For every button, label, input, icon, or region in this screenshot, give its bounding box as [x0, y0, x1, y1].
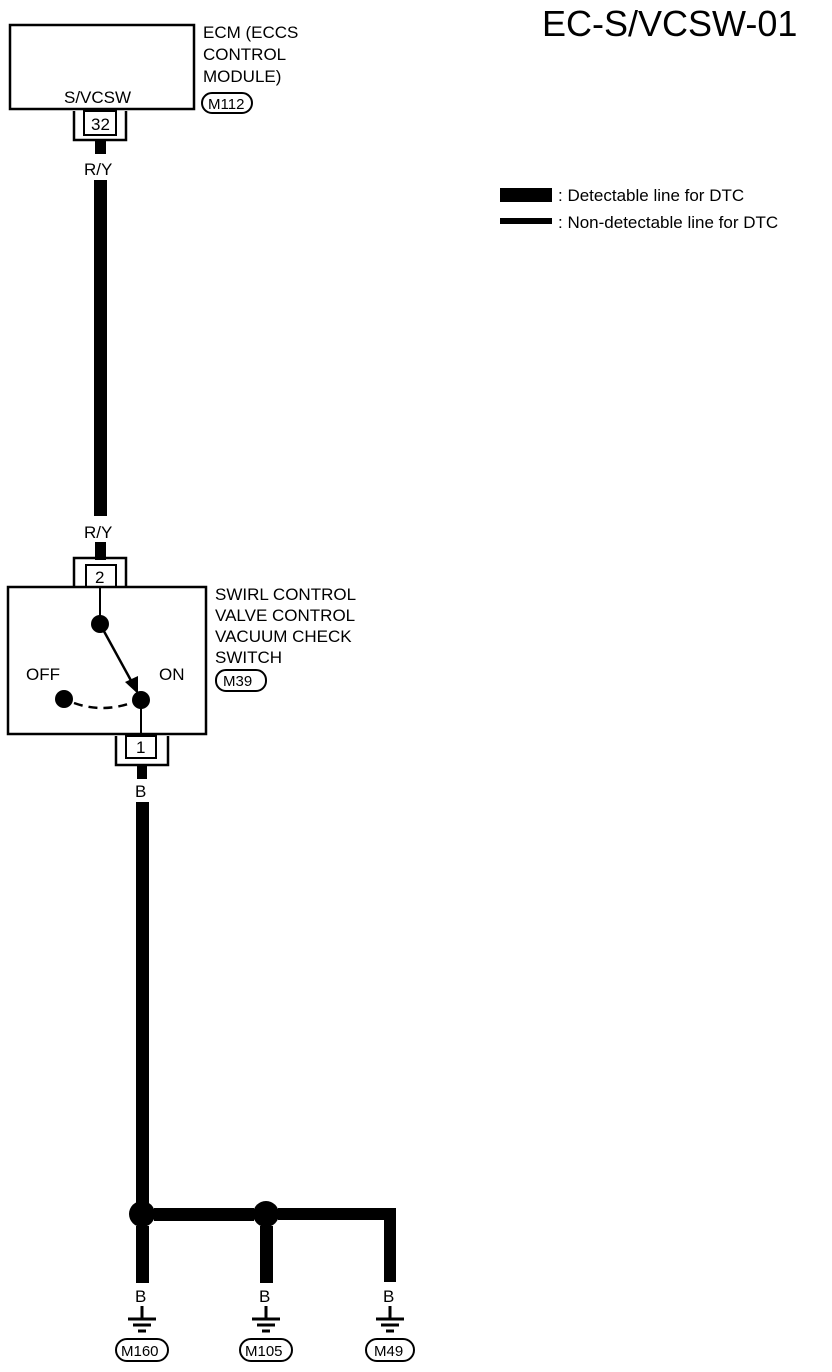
ry-wire-label-upper: R/Y [84, 160, 112, 179]
ground-1-wire-label: B [135, 1287, 146, 1306]
switch-blade [98, 623, 136, 687]
legend-non-detectable-label: : Non-detectable line for DTC [558, 213, 778, 232]
switch-name-line4: SWITCH [215, 648, 282, 667]
switch-terminal-in-number: 2 [95, 568, 104, 587]
ecm-connector-id: M112 [208, 96, 244, 113]
diagram-id: EC-S/VCSW-01 [542, 3, 797, 44]
switch-component: 2 OFF ON SWIRL CONTROL VALVE CONTROL VAC… [6, 556, 356, 767]
b-wire-line [136, 802, 149, 1210]
splice-link-1 [154, 1208, 254, 1221]
ecm-name-line3: MODULE) [203, 67, 281, 86]
branch-1 [136, 1226, 149, 1283]
b-wire-stub-top [137, 765, 147, 779]
splice-2 [253, 1201, 279, 1227]
switch-box [6, 585, 208, 736]
non-detectable-line-sample [500, 218, 552, 224]
legend: : Detectable line for DTC : Non-detectab… [500, 186, 778, 232]
b-wire-label: B [135, 782, 146, 801]
ry-wire-stub-bottom [95, 542, 106, 560]
ecm-connector-badge [201, 92, 253, 114]
ecm-name-line1: ECM (ECCS [203, 23, 298, 42]
ground-2: B M105 [239, 1287, 293, 1362]
ground-1-connector-id: M160 [121, 1343, 159, 1360]
ground-2-wire-label: B [259, 1287, 270, 1306]
ground-3-connector-id: M49 [374, 1343, 403, 1360]
switch-name-line2: VALVE CONTROL [215, 606, 355, 625]
ground-2-connector-id: M105 [245, 1343, 283, 1360]
switch-terminal-in-bracket [72, 556, 128, 586]
ecm-name-line2: CONTROL [203, 45, 286, 64]
ground-3-wire-label: B [383, 1287, 394, 1306]
switch-off-contact [55, 690, 73, 708]
legend-detectable-label: : Detectable line for DTC [558, 186, 744, 205]
switch-off-label: OFF [26, 665, 60, 684]
branch-2 [260, 1226, 273, 1283]
switch-terminal-out-box [125, 735, 157, 759]
ry-wire: R/Y R/Y [84, 140, 112, 560]
ry-wire-stub-top [95, 140, 106, 154]
ground-2-connector-badge [239, 1338, 293, 1362]
switch-name-line1: SWIRL CONTROL [215, 585, 356, 604]
ground-1: B M160 [115, 1287, 169, 1362]
ecm-box [8, 23, 196, 111]
ecm-pin-label: S/VCSW [64, 88, 131, 107]
splice-link-2 [278, 1208, 396, 1282]
detectable-line-sample [500, 188, 552, 202]
ground-wire: B [129, 765, 396, 1283]
ry-wire-line [94, 180, 107, 516]
switch-connector-badge [215, 669, 267, 692]
ecm-terminal-box [83, 110, 117, 136]
switch-name-line3: VACUUM CHECK [215, 627, 352, 646]
splice-1 [129, 1201, 155, 1227]
switch-terminal-out-number: 1 [136, 738, 145, 757]
switch-connector-id: M39 [223, 673, 252, 690]
ry-wire-label-lower: R/Y [84, 523, 112, 542]
ecm-component: S/VCSW ECM (ECCS CONTROL MODULE) M112 32 [8, 23, 298, 142]
switch-on-label: ON [159, 665, 185, 684]
ecm-terminal-number: 32 [91, 115, 110, 134]
ground-1-connector-badge [115, 1338, 169, 1362]
switch-arrow-icon [125, 676, 138, 694]
ground-3: B M49 [365, 1287, 415, 1362]
switch-travel-path [73, 701, 132, 710]
ground-3-connector-badge [365, 1338, 415, 1362]
